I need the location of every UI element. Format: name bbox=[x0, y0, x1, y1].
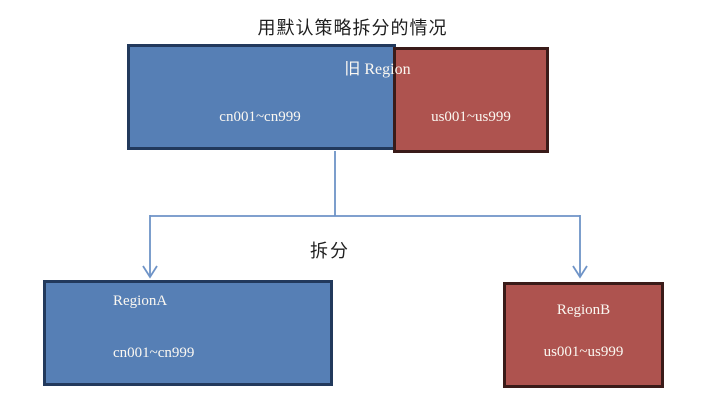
old-region-red-range: us001~us999 bbox=[431, 109, 511, 125]
region-b-name: RegionB bbox=[556, 302, 611, 318]
region-b-range: us001~us999 bbox=[543, 344, 624, 360]
old-region-red-box bbox=[393, 47, 549, 153]
region-a-name: RegionA bbox=[113, 293, 168, 309]
region-a-range: cn001~cn999 bbox=[113, 345, 195, 361]
region-b-box bbox=[503, 282, 664, 388]
old-region-label: 旧 Region bbox=[344, 61, 411, 78]
region-a-box bbox=[43, 280, 333, 386]
right-arrowhead-icon bbox=[572, 265, 588, 279]
old-region-blue-range: cn001~cn999 bbox=[219, 109, 301, 125]
diagram-title: 用默认策略拆分的情况 bbox=[257, 18, 448, 38]
left-arrowhead-icon bbox=[142, 265, 158, 279]
split-label: 拆分 bbox=[310, 241, 350, 261]
old-region-blue-box bbox=[127, 44, 396, 150]
